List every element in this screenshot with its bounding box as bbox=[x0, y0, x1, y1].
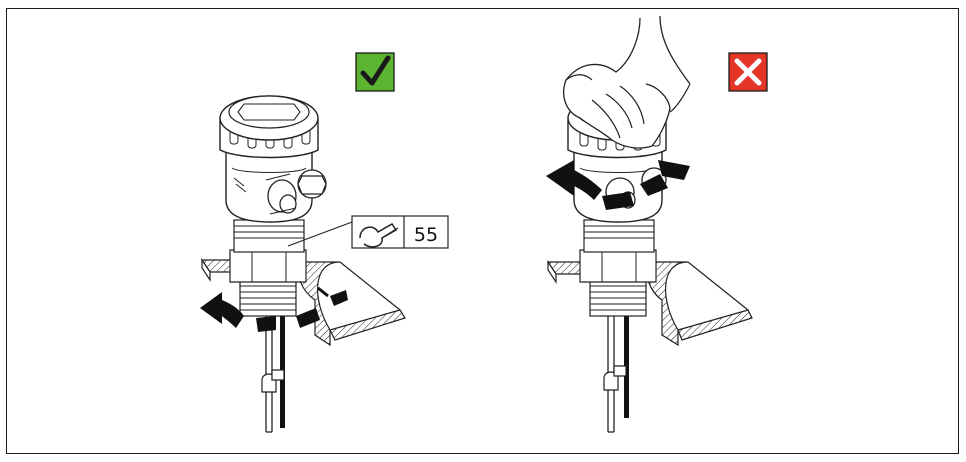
correct-installation-panel bbox=[200, 52, 449, 433]
figure-frame bbox=[6, 8, 959, 454]
rotation-arrow-nut bbox=[200, 286, 348, 332]
hex-nut bbox=[229, 249, 307, 283]
tank-wall-right bbox=[546, 260, 753, 347]
checkmark-icon bbox=[355, 52, 395, 92]
housing-neck-right bbox=[583, 219, 655, 253]
tank-wall-left bbox=[200, 258, 406, 347]
process-thread-right bbox=[589, 279, 647, 317]
process-thread bbox=[239, 279, 297, 317]
wrench-icon bbox=[359, 223, 399, 248]
probe-rod bbox=[261, 316, 285, 433]
wrench-callout bbox=[287, 215, 449, 249]
cable-glands bbox=[265, 169, 327, 215]
hand-illustration bbox=[563, 15, 691, 149]
cross-icon bbox=[728, 52, 768, 92]
probe-rod-right bbox=[603, 316, 629, 433]
housing-neck bbox=[233, 219, 305, 253]
hex-nut-right bbox=[579, 249, 657, 283]
wrench-size-label: 55 bbox=[413, 224, 439, 246]
incorrect-installation-panel bbox=[546, 15, 768, 433]
housing-cover bbox=[219, 95, 319, 159]
rotation-arrow-housing bbox=[546, 160, 690, 210]
